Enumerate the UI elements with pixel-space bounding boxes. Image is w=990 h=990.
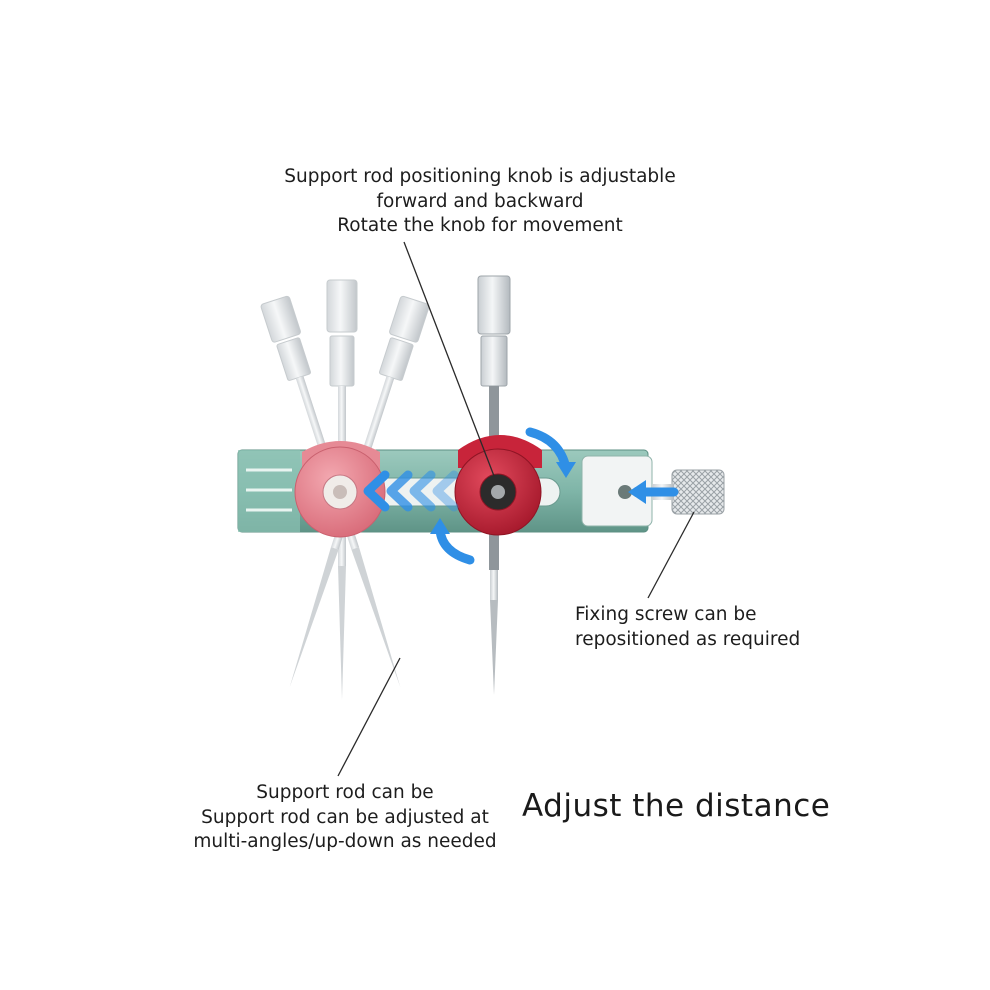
callout-line: forward and backward: [376, 190, 584, 212]
fixing-screw-callout: Fixing screw can be repositioned as requ…: [575, 603, 875, 652]
positioning-knob-callout: Support rod positioning knob is adjustab…: [230, 165, 730, 239]
callout-line: Support rod can be adjusted at: [201, 806, 489, 828]
headline: Adjust the distance: [522, 788, 831, 824]
screw-arrow: [628, 480, 679, 504]
leader-line-knob: [403, 241, 495, 477]
support-rod: [477, 275, 511, 695]
callout-line: repositioned as required: [575, 628, 801, 650]
rotate-arrows: [430, 427, 576, 565]
callout-line: Support rod can be: [256, 782, 434, 803]
callout-line: Support rod positioning knob is adjustab…: [284, 166, 676, 187]
leader-line-rod: [337, 657, 401, 777]
callout-line: multi-angles/up-down as needed: [193, 831, 497, 852]
callout-line: Fixing screw can be: [575, 604, 757, 625]
pale-knob: [294, 441, 386, 538]
positioning-knob: [454, 435, 542, 536]
movement-arrows: [363, 470, 459, 512]
support-rod-callout: Support rod can be Support rod can be ad…: [170, 781, 520, 855]
leader-line-screw: [647, 511, 695, 599]
callout-line: Rotate the knob for movement: [337, 215, 623, 236]
